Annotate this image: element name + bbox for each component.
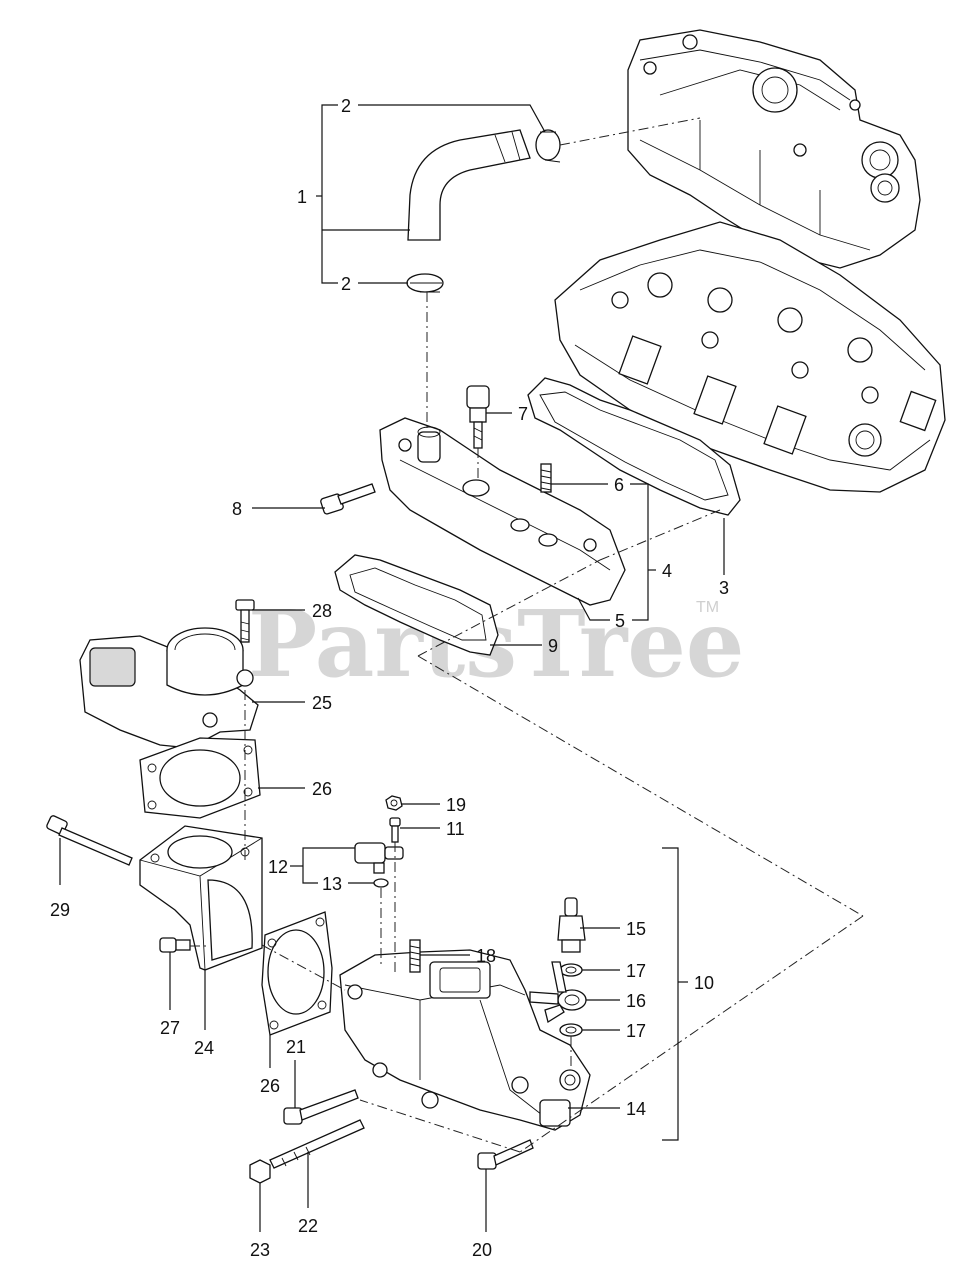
callout-2-upper[interactable]: 2 bbox=[341, 96, 351, 116]
callout-16[interactable]: 16 bbox=[626, 991, 646, 1011]
throttle-body-part-25[interactable] bbox=[79, 627, 259, 749]
hose-clamp-lower[interactable] bbox=[406, 273, 444, 293]
head-gasket-part-3[interactable] bbox=[527, 377, 741, 516]
thermostat-housing-part-4[interactable] bbox=[379, 417, 626, 606]
fitting-part-15[interactable] bbox=[557, 897, 586, 953]
callout-14[interactable]: 14 bbox=[626, 1099, 646, 1119]
callout-29[interactable]: 29 bbox=[50, 900, 70, 920]
callout-19[interactable]: 19 bbox=[446, 795, 466, 815]
washer-part-17-upper[interactable] bbox=[559, 963, 583, 977]
bolt-part-21[interactable] bbox=[283, 1089, 359, 1125]
callout-26-upper[interactable]: 26 bbox=[312, 779, 332, 799]
callout-6[interactable]: 6 bbox=[614, 475, 624, 495]
callout-24[interactable]: 24 bbox=[194, 1038, 214, 1058]
leader-lines bbox=[59, 104, 725, 1232]
callout-2-lower[interactable]: 2 bbox=[341, 274, 351, 294]
bolt-part-11[interactable] bbox=[389, 817, 401, 843]
callout-4[interactable]: 4 bbox=[662, 561, 672, 581]
callout-21[interactable]: 21 bbox=[286, 1037, 306, 1057]
watermark-tm: TM bbox=[696, 599, 719, 616]
callout-11[interactable]: 11 bbox=[446, 819, 465, 839]
callout-12[interactable]: 12 bbox=[268, 857, 288, 877]
bolt-part-27[interactable] bbox=[159, 937, 191, 953]
stud-part-18[interactable] bbox=[409, 939, 421, 973]
callout-22[interactable]: 22 bbox=[298, 1216, 318, 1236]
o-ring-part-13[interactable] bbox=[373, 878, 389, 888]
callout-9[interactable]: 9 bbox=[548, 636, 558, 656]
cylinder-head[interactable] bbox=[554, 221, 946, 493]
callout-28[interactable]: 28 bbox=[312, 601, 332, 621]
adapter-part-24[interactable] bbox=[139, 825, 263, 971]
bolt-part-20[interactable] bbox=[477, 1139, 534, 1170]
callout-17-upper[interactable]: 17 bbox=[626, 961, 646, 981]
callout-26-lower[interactable]: 26 bbox=[260, 1076, 280, 1096]
hose-clamp-upper[interactable] bbox=[535, 129, 561, 163]
callouts: 1 2 2 3 4 5 6 7 8 9 10 11 12 13 14 15 16… bbox=[50, 96, 729, 1260]
intake-manifold-part-14[interactable] bbox=[339, 949, 591, 1131]
washer-part-23[interactable] bbox=[249, 1159, 271, 1184]
callout-20[interactable]: 20 bbox=[472, 1240, 492, 1260]
stud-part-6[interactable] bbox=[540, 463, 552, 493]
callout-5[interactable]: 5 bbox=[615, 611, 625, 631]
callout-17-lower[interactable]: 17 bbox=[626, 1021, 646, 1041]
callout-27[interactable]: 27 bbox=[160, 1018, 180, 1038]
bolt-part-29[interactable] bbox=[46, 815, 133, 866]
callout-18[interactable]: 18 bbox=[476, 946, 496, 966]
valve-cover[interactable] bbox=[627, 29, 921, 269]
callout-15[interactable]: 15 bbox=[626, 919, 646, 939]
callout-1[interactable]: 1 bbox=[297, 187, 307, 207]
callout-13[interactable]: 13 bbox=[322, 874, 342, 894]
callout-23[interactable]: 23 bbox=[250, 1240, 270, 1260]
watermark-text: PartsTree bbox=[248, 590, 744, 698]
bolt-part-28[interactable] bbox=[235, 599, 255, 643]
nut-part-19[interactable] bbox=[385, 795, 403, 811]
bolt-part-22[interactable] bbox=[269, 1119, 365, 1169]
temp-sensor-part-7[interactable] bbox=[466, 385, 490, 449]
callout-25[interactable]: 25 bbox=[312, 693, 332, 713]
banjo-fitting-part-16[interactable] bbox=[529, 961, 587, 1024]
callout-7[interactable]: 7 bbox=[518, 404, 528, 424]
map-sensor-part-12[interactable] bbox=[354, 842, 404, 874]
callout-8[interactable]: 8 bbox=[232, 499, 242, 519]
gasket-part-26-upper[interactable] bbox=[139, 737, 261, 819]
washer-part-17-lower[interactable] bbox=[559, 1023, 583, 1037]
gasket-part-26-lower[interactable] bbox=[261, 911, 333, 1036]
hose-part-1[interactable] bbox=[407, 129, 531, 241]
alignment-lines bbox=[190, 117, 864, 1153]
bolt-part-8[interactable] bbox=[320, 483, 376, 515]
callout-10[interactable]: 10 bbox=[694, 973, 714, 993]
callout-3[interactable]: 3 bbox=[719, 578, 729, 598]
